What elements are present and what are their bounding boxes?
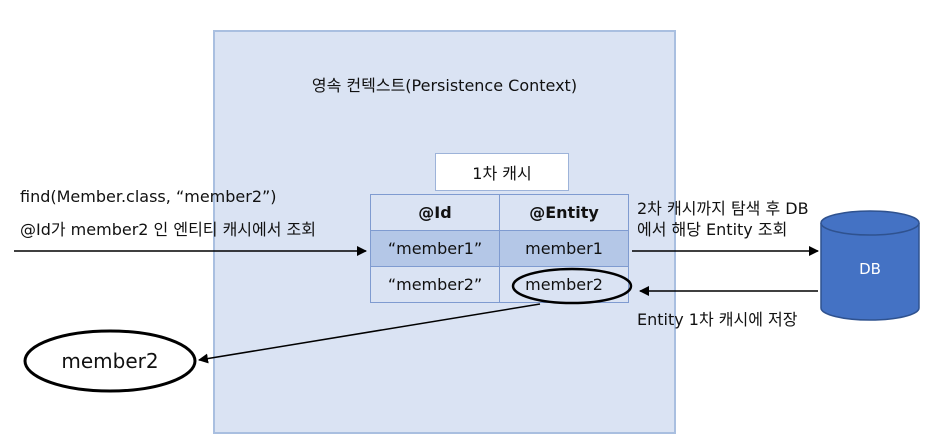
cache-header-row: @Id @Entity — [370, 194, 629, 231]
cache-row-member2: “member2” member2 — [370, 266, 629, 303]
first-level-cache-label: 1차 캐시 — [435, 153, 569, 191]
persistence-context-title: 영속 컨텍스트(Persistence Context) — [311, 76, 578, 95]
cache-id-cell: “member2” — [370, 266, 500, 303]
db-query-text-line1: 2차 캐시까지 탐색 후 DB — [637, 199, 809, 218]
cache-id-cell: “member1” — [370, 230, 500, 267]
cache-row-member1: “member1” member1 — [370, 230, 629, 267]
cache-entity-cell: member1 — [499, 230, 629, 267]
result-ellipse — [23, 329, 197, 393]
entity-column-header: @Entity — [499, 194, 629, 231]
cache-entity-cell: member2 — [499, 266, 629, 303]
db-label: DB — [859, 260, 881, 278]
request-call-text: find(Member.class, “member2”) — [20, 187, 277, 206]
first-level-cache-table: @Id @Entity “member1” member1 “member2” … — [370, 194, 629, 303]
request-description-text: @Id가 member2 인 엔티티 캐시에서 조회 — [20, 220, 316, 239]
db-query-text-line2: 에서 해당 Entity 조회 — [637, 220, 788, 239]
result-entity-label: member2 — [61, 349, 159, 373]
return-arrow — [198, 303, 541, 364]
db-store-text: Entity 1차 캐시에 저장 — [637, 310, 798, 329]
member2-highlight-ellipse — [511, 267, 633, 305]
database-cylinder-icon — [820, 210, 920, 321]
id-column-header: @Id — [370, 194, 500, 231]
